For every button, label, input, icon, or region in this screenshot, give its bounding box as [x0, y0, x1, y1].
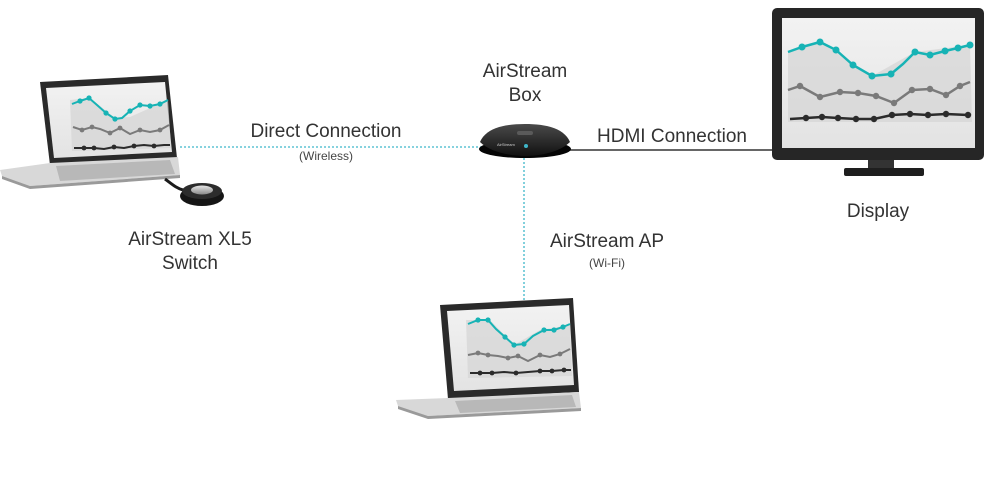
xl5-caption-line1: AirStream XL5 [128, 229, 252, 250]
bottom-laptop-icon [396, 298, 581, 419]
display-caption: Display [846, 201, 910, 222]
left-laptop-chart [70, 95, 171, 151]
access-point-label: AirStream AP [549, 231, 665, 252]
direct-connection-label: Direct Connection [250, 121, 402, 142]
airstream-box-icon: AirStream [479, 124, 571, 158]
display-chart [787, 38, 974, 123]
direct-connection-sublabel: (Wireless) [299, 149, 353, 163]
airstream-xl5-switch-icon [164, 177, 224, 206]
box-device-text: AirStream [497, 142, 515, 147]
box-caption-line2: Box [508, 85, 542, 106]
access-point-sublabel: (Wi-Fi) [589, 256, 625, 270]
left-laptop-icon [0, 75, 180, 189]
hdmi-connection-label: HDMI Connection [597, 126, 747, 147]
xl5-caption-line2: Switch [162, 253, 218, 274]
box-caption-line1: AirStream [482, 61, 568, 82]
bottom-laptop-chart [466, 317, 572, 378]
display-icon [772, 8, 984, 176]
